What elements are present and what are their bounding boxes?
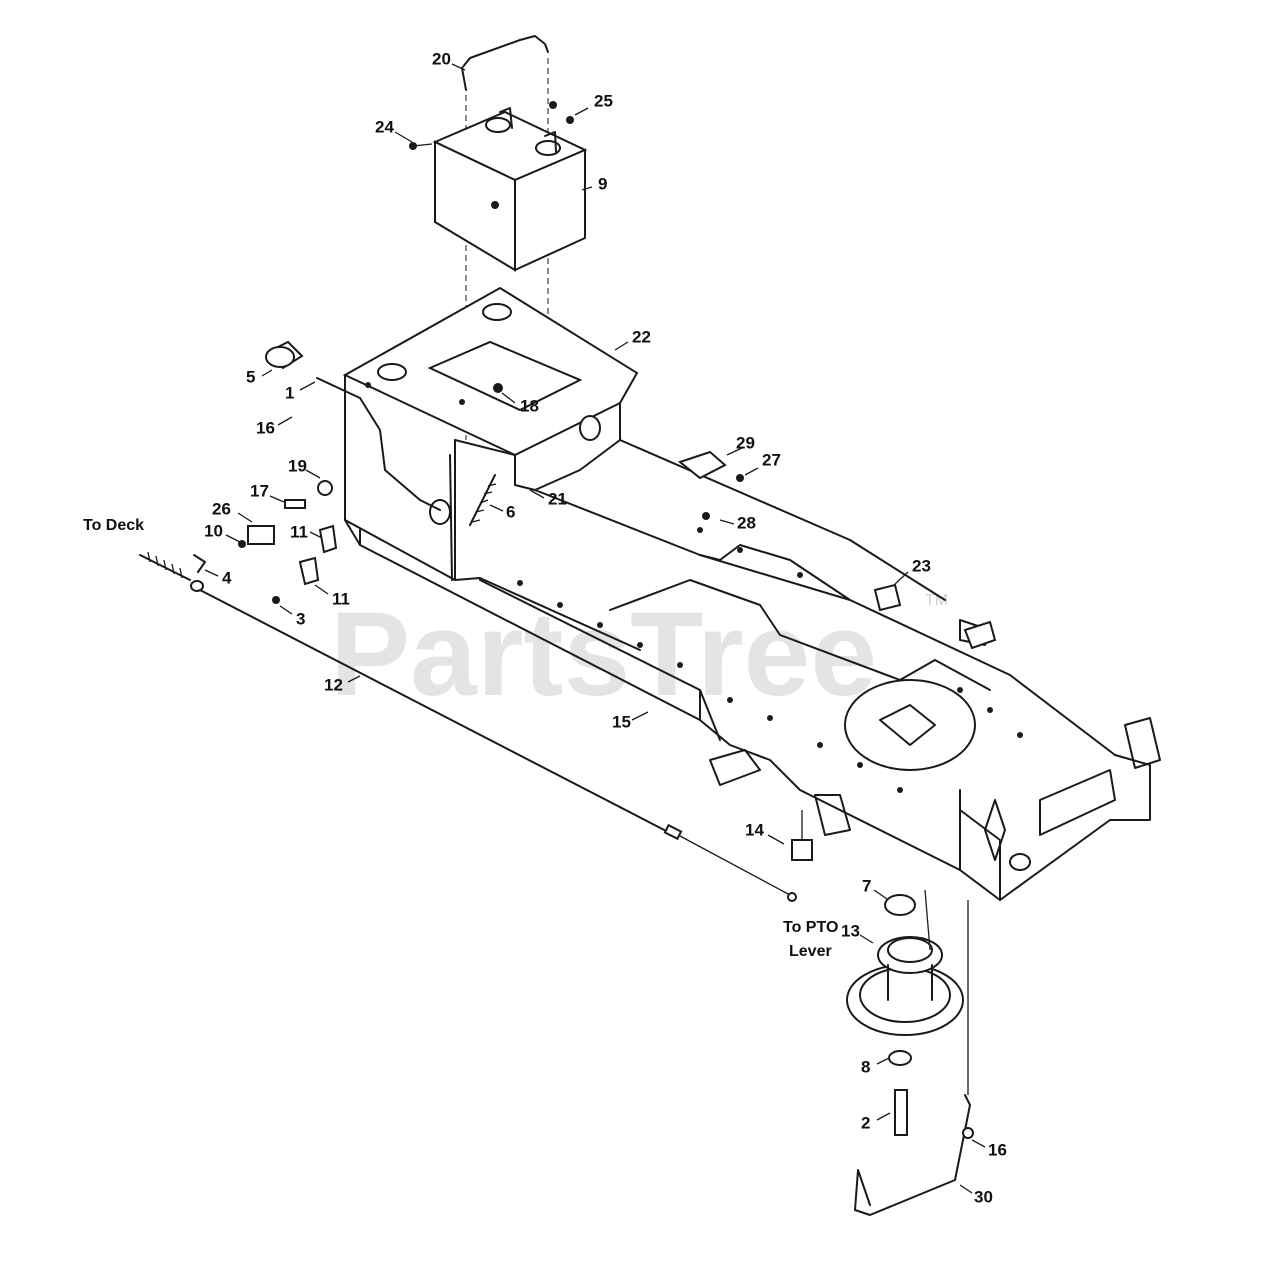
callout-30: 30 xyxy=(974,1187,993,1206)
callout-labels: 20 24 25 9 22 5 1 16 18 19 17 29 27 21 6… xyxy=(204,49,1007,1206)
lift-lever xyxy=(265,340,441,511)
callout-4: 4 xyxy=(222,568,232,587)
callout-12: 12 xyxy=(324,675,343,694)
callout-15: 15 xyxy=(612,712,631,731)
callout-10: 10 xyxy=(204,521,223,540)
watermark-text: PartsTree xyxy=(330,587,877,721)
callout-16-lower: 16 xyxy=(988,1140,1007,1159)
battery-box xyxy=(342,286,639,581)
hook-rod xyxy=(449,454,453,581)
callout-27: 27 xyxy=(762,450,781,469)
watermark-trademark: TM xyxy=(925,592,948,609)
callout-18: 18 xyxy=(520,396,539,415)
note-to-deck: To Deck xyxy=(83,517,144,534)
callout-11-lower: 11 xyxy=(332,589,350,608)
callout-20: 20 xyxy=(432,49,451,68)
callout-26: 26 xyxy=(212,499,231,518)
spring xyxy=(469,474,497,526)
callout-2: 2 xyxy=(861,1113,870,1132)
callout-21: 21 xyxy=(548,489,567,508)
callout-1: 1 xyxy=(285,383,294,402)
callout-28: 28 xyxy=(737,513,756,532)
callout-5: 5 xyxy=(246,367,255,386)
callout-25: 25 xyxy=(594,91,613,110)
callout-23: 23 xyxy=(912,556,931,575)
callout-16-upper: 16 xyxy=(256,418,275,437)
brake-rod xyxy=(854,900,974,1216)
pulley-assembly xyxy=(846,889,964,1136)
callout-7: 7 xyxy=(862,876,871,895)
note-to-pto-line2: Lever xyxy=(789,943,832,960)
pto-cable xyxy=(139,551,797,902)
callout-9: 9 xyxy=(598,174,607,193)
main-frame xyxy=(344,439,1161,901)
callout-11-upper: 11 xyxy=(290,522,308,541)
callout-3: 3 xyxy=(296,609,305,628)
callout-19: 19 xyxy=(288,456,307,475)
note-to-pto-line1: To PTO xyxy=(783,919,838,936)
callout-17: 17 xyxy=(250,481,269,500)
callout-13: 13 xyxy=(841,921,860,940)
callout-6: 6 xyxy=(506,502,515,521)
battery xyxy=(409,101,588,272)
callout-22: 22 xyxy=(632,327,651,346)
interlock-switch xyxy=(791,810,813,861)
callout-14: 14 xyxy=(745,820,764,839)
callout-24: 24 xyxy=(375,117,394,136)
callout-29: 29 xyxy=(736,433,755,452)
callout-8: 8 xyxy=(861,1057,870,1076)
